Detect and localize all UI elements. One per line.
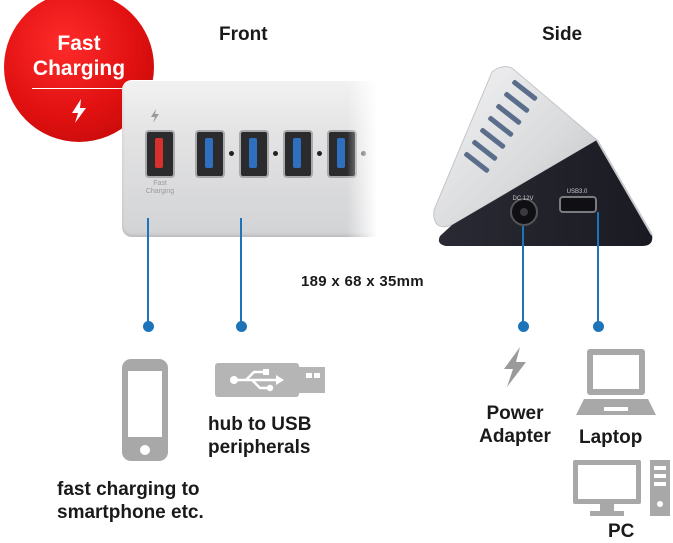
connector-dot-fast-charging	[143, 321, 154, 332]
fast-charging-badge: Fast Charging	[4, 0, 154, 142]
connector-line-usb	[597, 212, 599, 326]
label-laptop: Laptop	[579, 427, 643, 448]
dc-jack-label: DC 12V	[512, 196, 534, 202]
usb3-port-label: USB3.0	[566, 189, 588, 195]
badge-line-2: Charging	[32, 57, 126, 80]
usb-port-3	[283, 130, 322, 178]
label-power-adapter: Power Adapter	[479, 403, 551, 447]
usb-stick-icon	[215, 363, 325, 397]
usb-port-2	[239, 130, 278, 178]
power-bolt-icon	[504, 347, 526, 387]
badge-divider	[32, 88, 126, 89]
label-pc: PC	[608, 521, 635, 542]
fast-charging-port-label: Fast Charging	[145, 180, 175, 195]
connector-line-peripherals	[240, 218, 242, 326]
lightning-icon	[72, 99, 86, 123]
connector-line-fast-charging	[147, 218, 149, 326]
hub-front-view: Fast Charging	[122, 80, 377, 237]
desktop-pc-icon	[573, 460, 670, 516]
label-smartphone: fast charging to smartphone etc.	[57, 479, 204, 523]
connector-dot-peripherals	[236, 321, 247, 332]
label-peripherals: hub to USB peripherals	[208, 414, 312, 458]
usb-port-4	[327, 130, 366, 178]
laptop-icon	[576, 349, 656, 415]
dimensions-text: 189 x 68 x 35mm	[301, 273, 424, 290]
hub-side-view	[433, 66, 653, 246]
connector-dot-usb	[593, 321, 604, 332]
smartphone-icon	[122, 359, 168, 461]
front-heading: Front	[219, 24, 268, 45]
side-heading: Side	[542, 24, 583, 45]
usb-port-1	[195, 130, 234, 178]
usb-port-fast-charging	[145, 130, 175, 178]
badge-line-1: Fast	[57, 32, 101, 55]
connector-dot-power	[518, 321, 529, 332]
small-lightning-icon	[151, 109, 159, 123]
connector-line-power	[522, 226, 524, 326]
